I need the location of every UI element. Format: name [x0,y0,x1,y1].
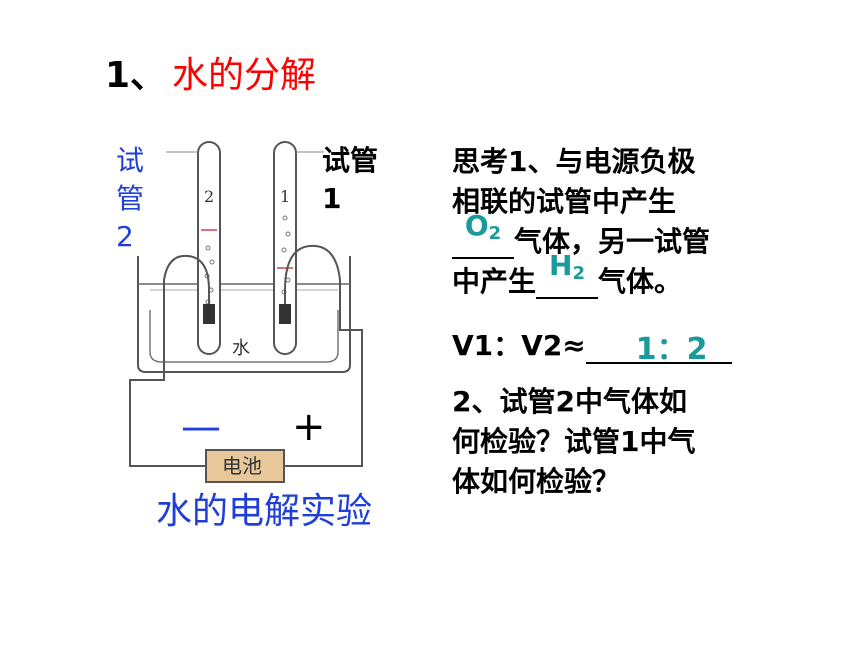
question1-line4-suffix: 气体。 [598,265,683,298]
plus-sign: + [292,404,326,450]
electrolysis-apparatus-diagram: 2 1 水 电池 [129,141,363,483]
answer-blank-1: O2 [452,211,514,259]
diagram-caption: 水的电解实验 [156,491,373,532]
question1-line2: 相联的试管中产生 [452,185,677,218]
answer-1: O2 [464,209,502,245]
tube1-label: 试管1 [322,144,379,215]
test-tube-2 [197,141,221,355]
electrode-left [203,304,215,324]
question2-line3: 体如何检验？ [452,465,621,498]
tube2-number: 2 [204,187,214,206]
page-title: 水的分解 [172,55,317,96]
battery-label: 电池 [222,454,262,478]
battery [205,449,285,483]
beaker-outline [137,256,351,373]
question1-line3: O2 气体，另一试管 [452,211,711,262]
question2-line2: 何检验？试管1中气 [452,425,696,458]
question1-line4-prefix: 中产生 [452,265,537,298]
water-label: 水 [232,338,250,359]
ratio-blank: 1：2 [585,332,732,367]
question2-line1: 2、试管2中气体如 [452,385,687,418]
question1-line4: 中产生 H2 气体。 [452,251,683,302]
beaker-inner-wall [149,310,339,363]
question1-line1: 思考1、与电源负极 [452,145,696,178]
question1-line3-suffix: 气体，另一试管 [514,225,711,258]
wire-positive [284,244,363,467]
minus-sign: — [181,404,221,450]
ratio-label: V1：V2≈ [452,329,586,362]
tube1-number: 1 [280,187,290,206]
answer-2: H2 [549,249,585,285]
volume-ratio-line: V1：V2≈ 1：2 [452,324,732,367]
answer-blank-2: H2 [536,251,599,299]
title-number: 1、 [105,55,167,96]
electrode-right [279,304,291,324]
tube2-label: 试管2 [116,144,145,253]
wire-negative [129,254,210,467]
ratio-answer: 1：2 [635,332,708,367]
